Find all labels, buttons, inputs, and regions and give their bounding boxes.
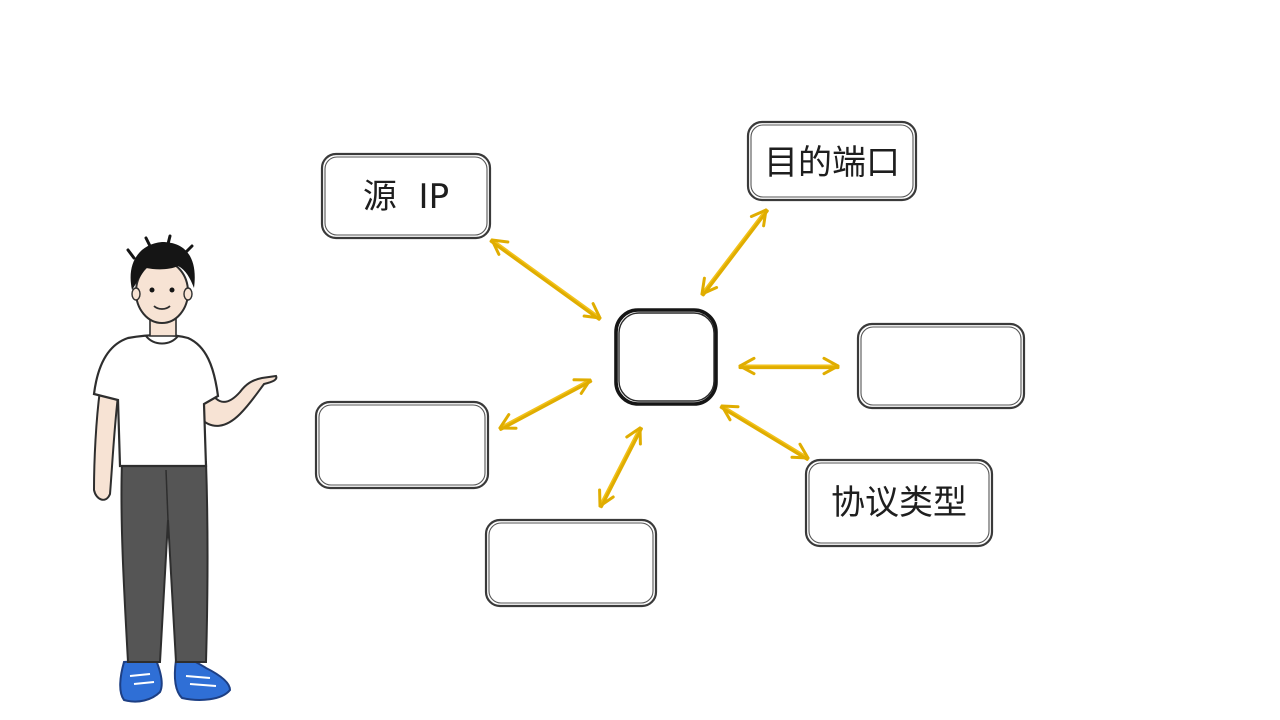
node-source-ip: 源 IP xyxy=(320,152,492,240)
arrow-shaft xyxy=(720,404,810,460)
arrow-dest-port xyxy=(700,208,769,297)
arrow-empty-left xyxy=(498,378,593,431)
central-hub xyxy=(614,308,718,406)
arrow-shaft xyxy=(719,405,809,461)
right-shoe xyxy=(173,657,232,701)
arrow-head xyxy=(822,356,840,376)
node-protocol-type: 协议类型 xyxy=(804,458,994,548)
left-shoe xyxy=(119,658,163,703)
arrow-head xyxy=(598,488,615,508)
arrow-head xyxy=(572,378,592,395)
arrow-head xyxy=(720,404,740,422)
arrow-head xyxy=(625,426,642,446)
arrow-head xyxy=(490,238,510,256)
person-illustration xyxy=(92,234,278,703)
node-protocol-type-label: 协议类型 xyxy=(831,483,967,523)
arrow-head xyxy=(582,302,602,320)
node-empty-bottom xyxy=(484,518,658,608)
arrow-shaft xyxy=(498,378,592,430)
arrow-source-ip xyxy=(489,238,602,321)
left-arm xyxy=(92,388,120,501)
arrow-protocol-type xyxy=(719,404,810,461)
arrow-shaft xyxy=(700,208,768,296)
arrow-shaft xyxy=(599,427,643,509)
arrow-shaft xyxy=(489,239,601,321)
arrow-shaft xyxy=(490,238,602,320)
arrow-head xyxy=(790,442,810,460)
hair xyxy=(130,242,195,290)
node-empty-left xyxy=(314,400,490,490)
arrow-shaft xyxy=(598,426,642,508)
arrow-empty-right xyxy=(738,356,840,376)
arrow-head xyxy=(498,413,518,430)
arrow-shaft xyxy=(701,209,769,297)
node-dest-port-label: 目的端口 xyxy=(764,143,900,183)
arrow-head xyxy=(749,208,768,228)
arrow-empty-bottom xyxy=(598,426,643,509)
node-source-ip-label: 源 IP xyxy=(363,177,449,217)
arrow-head xyxy=(700,276,719,296)
node-dest-port: 目的端口 xyxy=(746,120,918,202)
connector-arrows xyxy=(489,208,840,509)
arrow-shaft xyxy=(499,379,593,431)
node-empty-right xyxy=(856,322,1026,410)
pants xyxy=(120,461,209,663)
arrow-head xyxy=(738,356,756,376)
right-arm xyxy=(198,374,278,427)
